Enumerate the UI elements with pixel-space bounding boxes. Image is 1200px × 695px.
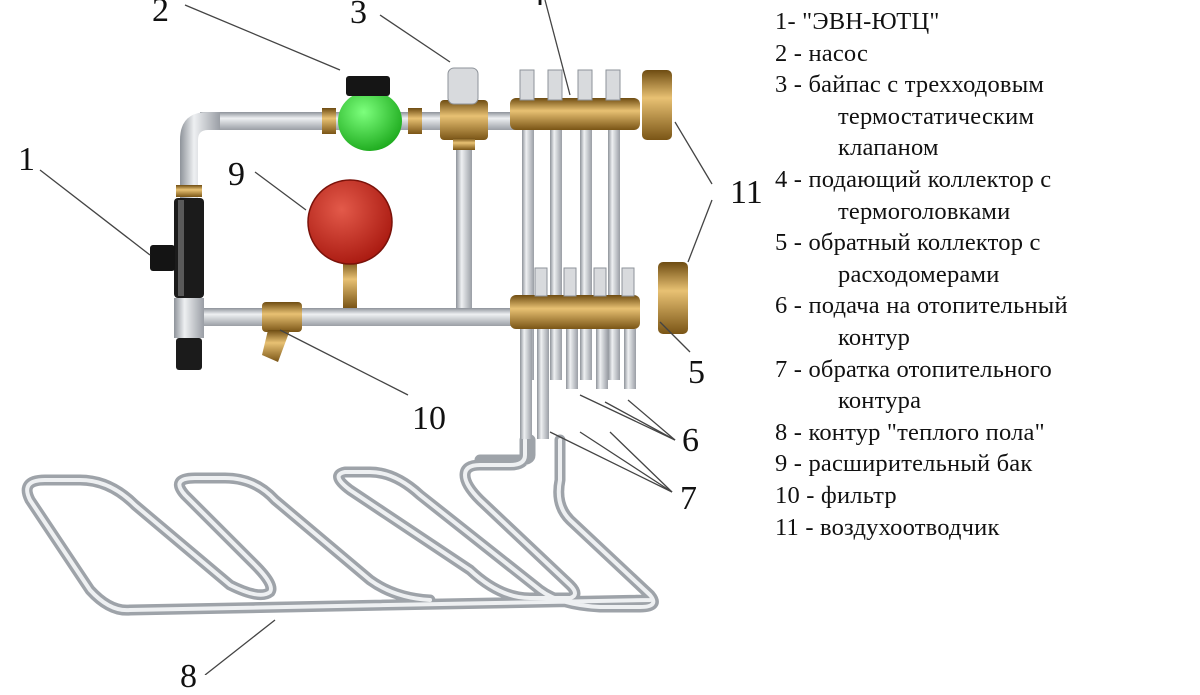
legend-item-8: 8 - контур "теплого пола"	[775, 418, 1045, 446]
callout-2: 2	[152, 0, 169, 29]
legend-item-9: 9 - расширительный бак	[775, 450, 1033, 478]
legend-item-3: 3 - байпас с трехходовым	[775, 71, 1045, 99]
legend-item-5-cont: расходомерами	[838, 260, 1000, 288]
legend-item-4: 4 - подающий коллектор с	[775, 165, 1052, 193]
leader-lines	[39, 0, 713, 675]
callout-9: 9	[228, 156, 245, 193]
callout-7: 7	[680, 480, 697, 517]
filter	[262, 302, 302, 362]
legend-item-1: 1- "ЭВН-ЮТЦ"	[775, 8, 940, 35]
legend-item-5: 5 - обратный коллектор с	[775, 229, 1041, 257]
legend-item-7: 7 - обратка отопительного	[775, 355, 1052, 383]
callout-8: 8	[180, 658, 197, 695]
callout-1: 1	[18, 141, 35, 178]
supply-manifold	[510, 69, 672, 380]
legend-item-6-cont: контур	[838, 323, 911, 351]
legend-item-11: 11 - воздухоотводчик	[775, 513, 1000, 541]
electric-boiler	[150, 185, 204, 370]
legend-item-10: 10 - фильтр	[775, 481, 897, 509]
return-pipe	[200, 308, 520, 326]
callout-11: 11	[730, 174, 763, 211]
return-manifold	[510, 262, 688, 439]
legend-item-2: 2 - насос	[775, 39, 869, 67]
callout-10: 10	[412, 400, 446, 437]
callout-6: 6	[682, 422, 699, 459]
legend-item-3-cont: термостатическим	[838, 102, 1035, 130]
pump	[322, 76, 422, 151]
expansion-tank	[307, 179, 393, 308]
callout-3: 3	[350, 0, 367, 31]
floor-heating-loop	[21, 434, 659, 616]
legend-item-6: 6 - подача на отопительный	[775, 292, 1068, 320]
legend-item-7-cont: контура	[838, 387, 922, 415]
three-way-valve	[440, 67, 488, 150]
legend-item-3-cont2: клапаном	[838, 134, 939, 162]
callout-4: 4	[528, 0, 545, 12]
bypass-pipe	[456, 120, 472, 310]
heating-scheme-diagram	[21, 0, 713, 675]
legend-item-4-cont: термоголовками	[838, 197, 1011, 225]
legend: 1- "ЭВН-ЮТЦ" 2 - насос 3 - байпас с трех…	[775, 6, 1200, 543]
callout-5: 5	[688, 354, 705, 391]
